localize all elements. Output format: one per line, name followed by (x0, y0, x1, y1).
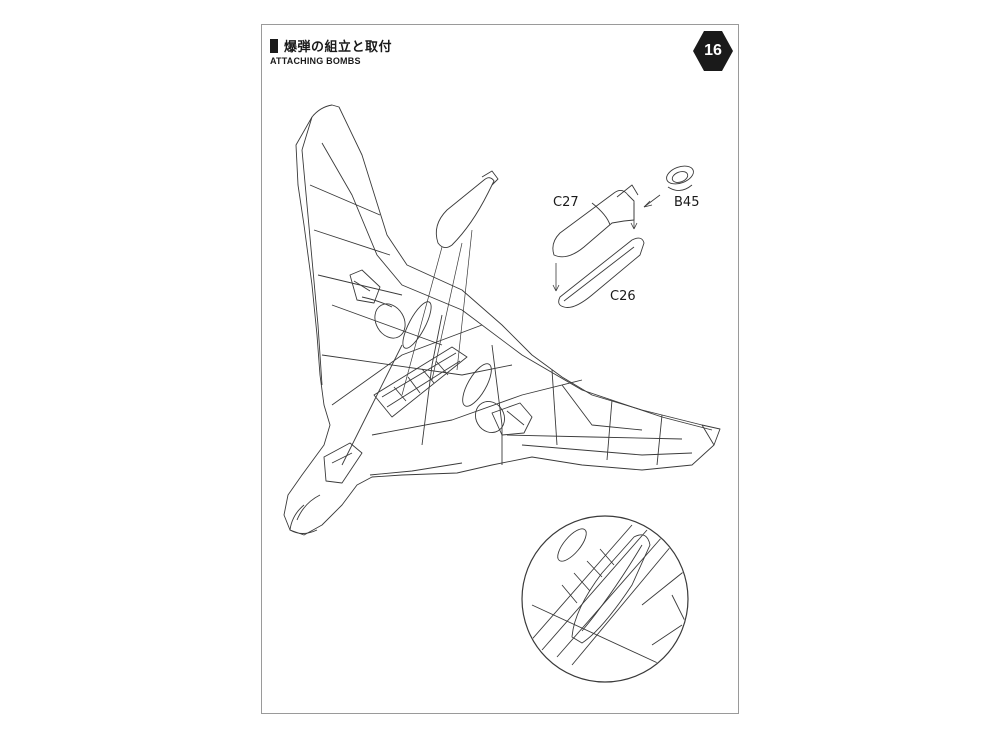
step-badge-hexagon-icon (693, 31, 733, 71)
aircraft-outline (283, 104, 721, 536)
part-label-c26: C26 (610, 289, 636, 304)
part-label-c27: C27 (553, 195, 579, 210)
assembly-drawing (283, 104, 721, 683)
step-title-japanese: 爆弾の組立と取付 (284, 40, 393, 55)
part-b45-drawing (666, 165, 694, 185)
part-c27-drawing (552, 190, 635, 258)
part-c26-drawing (558, 237, 645, 308)
part-label-b45: B45 (674, 195, 700, 210)
title-marker (270, 39, 278, 53)
detail-circle (521, 515, 689, 683)
instruction-page: 爆弾の組立と取付 ATTACHING BOMBS 16 (261, 24, 739, 714)
step-title-english: ATTACHING BOMBS (270, 56, 361, 66)
step-number: 16 (704, 42, 722, 59)
